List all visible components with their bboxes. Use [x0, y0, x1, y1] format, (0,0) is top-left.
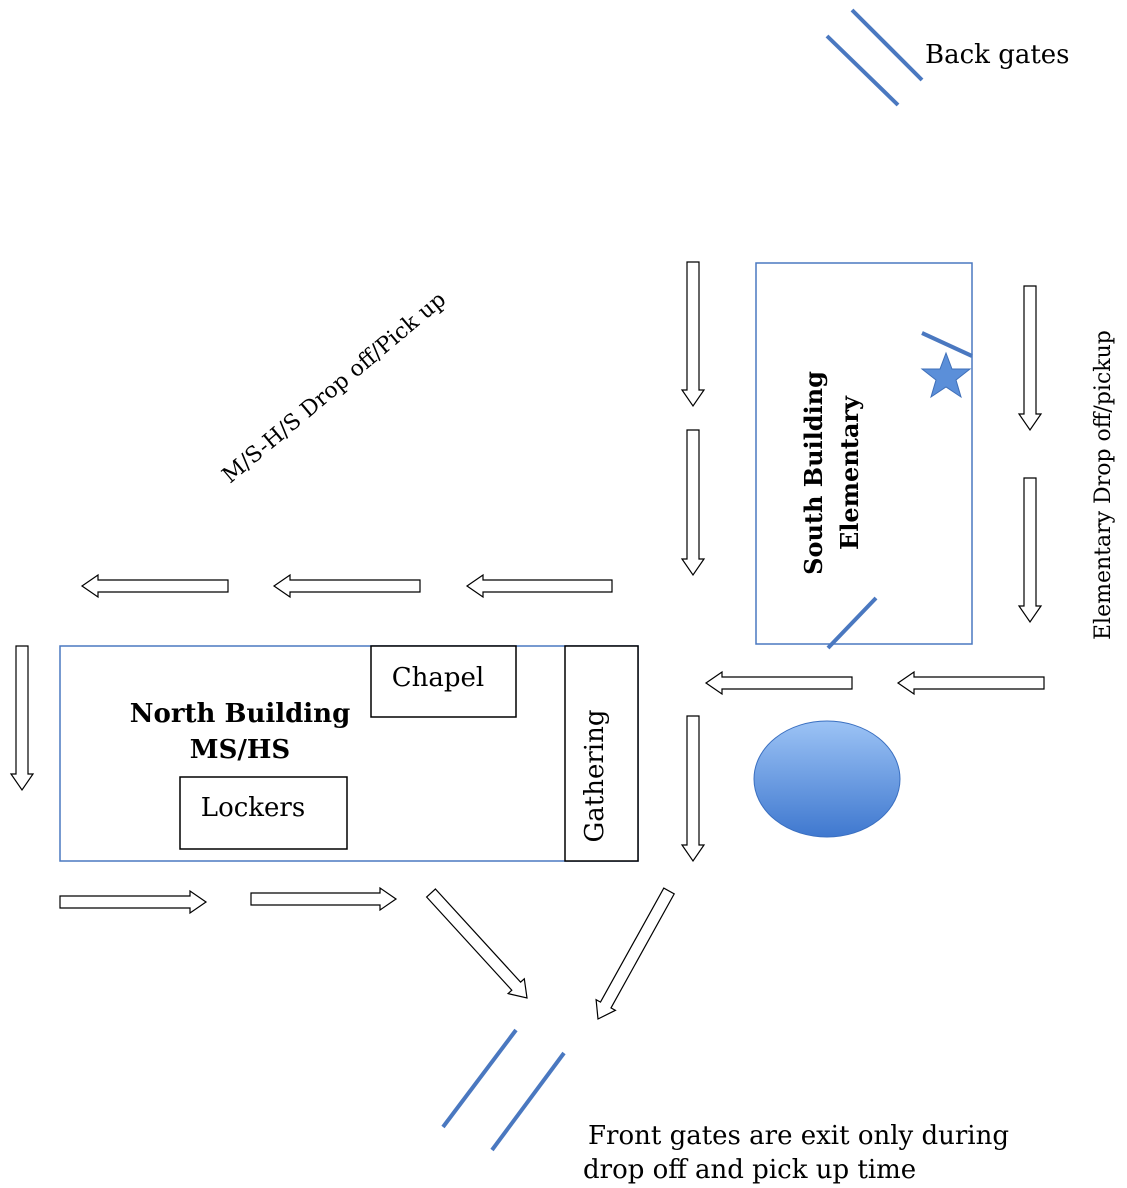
arrow-14: [425, 888, 528, 999]
traffic-arrows: [9, 261, 1045, 1020]
back-gate-right: [850, 8, 924, 82]
lockers-room: [179, 776, 348, 850]
north-building-subtitle: MS/HS: [190, 735, 290, 765]
arrow-9: [1017, 477, 1043, 624]
chapel-label: Chapel: [392, 663, 485, 693]
arrow-12: [59, 889, 208, 915]
arrow-6: [680, 261, 706, 408]
arrow-3: [80, 573, 229, 599]
arrow-13: [250, 886, 398, 912]
arrow-4: [896, 670, 1045, 696]
front-gate-left: [441, 1028, 518, 1129]
lockers-label: Lockers: [201, 793, 305, 823]
arrow-15: [595, 887, 676, 1020]
south-building-subtitle: Elementary: [835, 395, 864, 550]
arrow-5: [704, 670, 853, 696]
south-building: [755, 262, 973, 645]
front-gate-right: [490, 1051, 566, 1152]
chapel-room: [370, 645, 517, 718]
south-building-door-top: [921, 331, 973, 358]
pond: [753, 720, 901, 838]
elementary-route-label: Elementary Drop off/pickup: [1091, 330, 1116, 640]
north-building: [59, 645, 639, 862]
back-gate-left: [825, 34, 900, 107]
north-building-name: North Building: [130, 699, 351, 729]
back-gates-label: Back gates: [925, 40, 1070, 70]
gathering-room: [564, 645, 639, 862]
arrow-8: [1017, 285, 1043, 432]
gathering-label: Gathering: [580, 710, 610, 843]
arrow-2: [272, 573, 421, 599]
front-gates-note-line2: drop off and pick up time: [583, 1155, 916, 1185]
arrow-1: [465, 573, 613, 599]
arrow-10: [9, 645, 35, 792]
star-icon: [920, 351, 972, 399]
front-gates-note-line1: Front gates are exit only during: [588, 1121, 1009, 1151]
arrow-7: [680, 429, 706, 577]
ms-hs-route-label: M/S-H/S Drop off/Pick up: [218, 287, 451, 488]
south-building-name: South Building: [799, 371, 828, 575]
arrow-11: [680, 715, 706, 863]
south-building-door-bottom: [826, 596, 878, 650]
